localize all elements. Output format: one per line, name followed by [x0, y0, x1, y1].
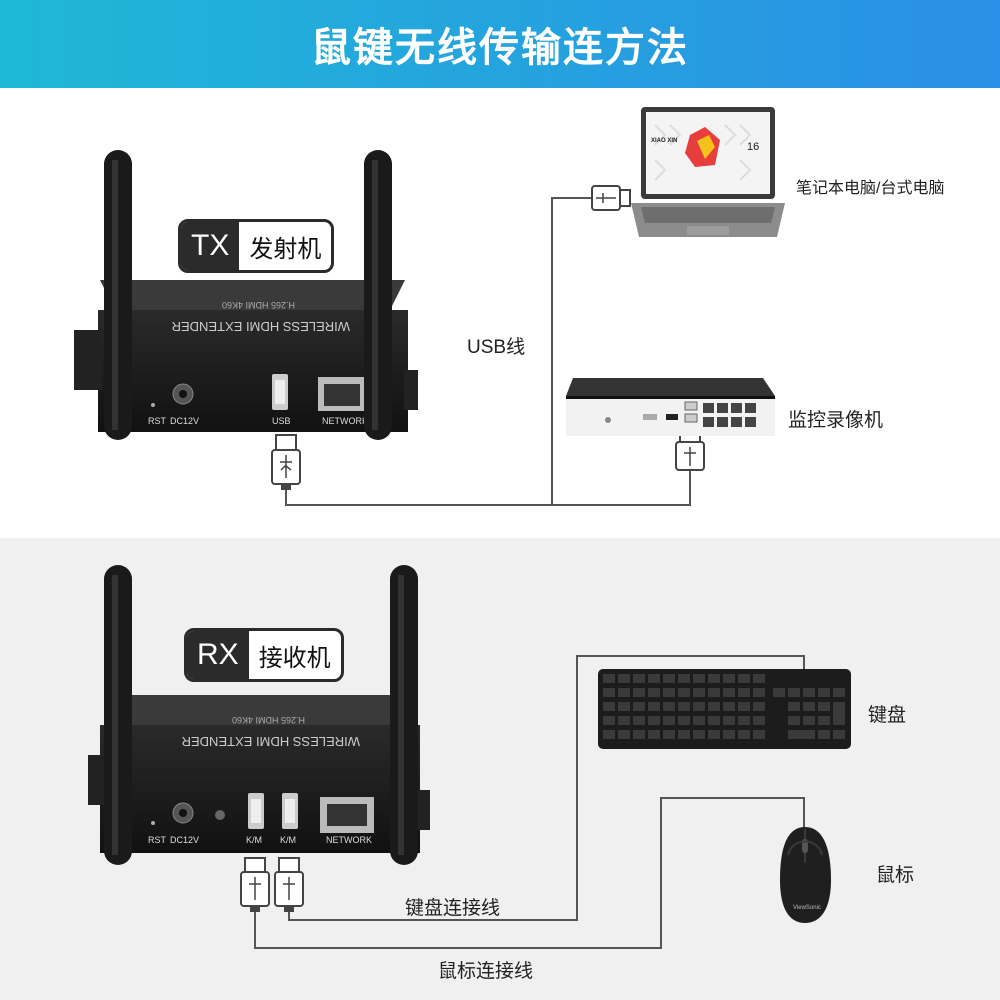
rx-km1-label: K/M: [246, 835, 262, 845]
tx-rst-label: RST: [148, 416, 167, 426]
page-title: 鼠键无线传输连方法: [311, 26, 689, 70]
keyboard-wire: [288, 655, 805, 921]
rx-rst-label: RST: [148, 835, 167, 845]
keyboard-icon: [598, 669, 851, 749]
mouse-brand: ViewSonic: [793, 905, 821, 911]
tx-sub-text: H.265 HDMI 4K60: [222, 300, 295, 310]
rx-device: WIRELESS HDMI EXTENDER H.265 HDMI 4K60 R…: [88, 565, 430, 865]
tx-usb-label: USB: [272, 416, 291, 426]
laptop-brand: XIAO XIN: [651, 138, 677, 144]
mouse-icon: ViewSonic: [780, 827, 831, 923]
header-banner: 鼠键无线传输连方法: [0, 0, 1000, 88]
tx-network-label: NETWORK: [322, 416, 368, 426]
rx-sub-text: H.265 HDMI 4K60: [232, 715, 305, 725]
mouse-wire: [254, 797, 805, 949]
tx-badge: TX 发射机: [178, 219, 335, 273]
rx-name: 接收机: [258, 644, 331, 672]
rx-dc-label: DC12V: [170, 835, 199, 845]
rx-code: RX: [187, 631, 249, 679]
rx-network-label: NETWORK: [326, 835, 372, 845]
tx-front-text: WIRELESS HDMI EXTENDER: [172, 319, 350, 334]
rx-front-text: WIRELESS HDMI EXTENDER: [182, 734, 360, 749]
usb-plug-icon: [591, 185, 631, 211]
rx-km2-label: K/M: [280, 835, 296, 845]
tx-dc-label: DC12V: [170, 416, 199, 426]
keyboard-cable-label: 键盘连接线: [405, 898, 501, 919]
rx-badge: RX 接收机: [184, 628, 344, 682]
usb-cable-label: USB线: [467, 337, 526, 358]
computer-label: 笔记本电脑/台式电脑: [796, 180, 945, 197]
mouse-label: 鼠标: [876, 865, 915, 886]
tx-name: 发射机: [249, 235, 322, 263]
usb-plug-icon: [271, 434, 301, 490]
usb-plug-icon: [274, 857, 304, 912]
tx-device: WIRELESS HDMI EXTENDER H.265 HDMI 4K60 R…: [74, 150, 418, 440]
usb-plug-icon: [240, 857, 270, 912]
tx-to-nvr-wire: [285, 470, 691, 506]
tx-code: TX: [181, 222, 240, 270]
mouse-cable-label: 鼠标连接线: [438, 961, 534, 982]
nvr-label: 监控录像机: [788, 410, 884, 431]
keyboard-label: 键盘: [868, 705, 907, 726]
nvr-icon: [566, 378, 775, 436]
laptop-icon: XIAO XIN 16: [631, 107, 785, 237]
laptop-number: 16: [747, 141, 759, 153]
tx-to-laptop-wire: [551, 197, 592, 505]
